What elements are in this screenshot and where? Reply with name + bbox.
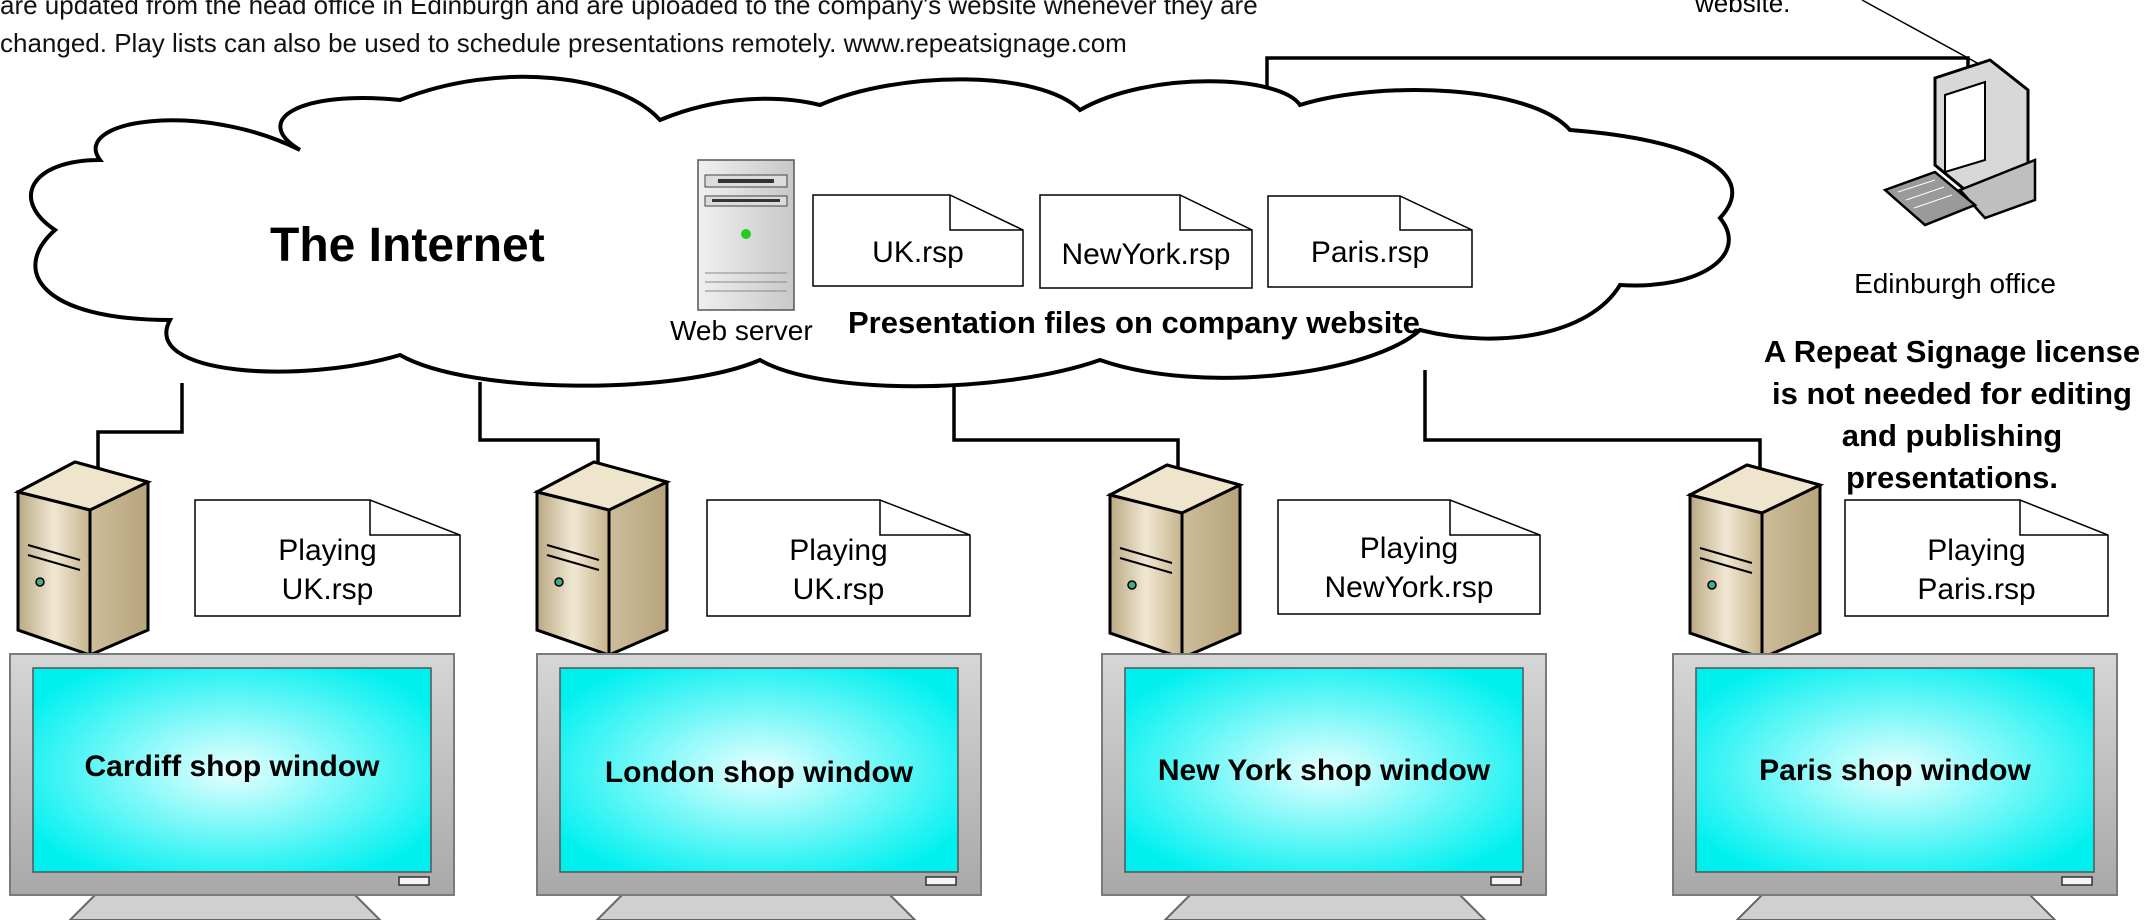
license-note: A Repeat Signage license is not needed f… <box>1763 334 2141 495</box>
connection-lines <box>96 0 1991 470</box>
document-icon <box>194 499 461 617</box>
file-paris-label: Paris.rsp <box>1310 236 1430 269</box>
document-icon <box>1267 195 1473 288</box>
monitor-icon <box>1101 653 1547 920</box>
tower-computer-icon <box>13 460 153 658</box>
tower-computer-icon <box>1105 463 1245 661</box>
monitor-icon <box>1672 653 2118 920</box>
document-icon <box>1844 499 2109 617</box>
file-uk-label: UK.rsp <box>872 236 964 269</box>
tower-computer-icon <box>532 460 672 658</box>
internet-label: The Internet <box>270 219 545 272</box>
presentation-files-caption: Presentation files on company website <box>848 305 1420 340</box>
document-icon <box>1277 499 1541 615</box>
presentation-file-docs <box>812 194 1473 289</box>
document-icon <box>812 194 1024 287</box>
tower-computer-icon <box>1685 463 1825 661</box>
server-tower-icon <box>697 159 795 311</box>
document-icon <box>1039 194 1253 289</box>
playing-label-line2: NewYork.rsp <box>1324 571 1494 604</box>
playing-label-line1: Playing <box>1359 532 1459 565</box>
intro-text-line1: are updated from the head office in Edin… <box>0 0 1258 20</box>
screen-label-paris: Paris shop window <box>1759 754 2031 787</box>
monitor-icon <box>9 653 455 920</box>
monitor-icon <box>536 653 982 920</box>
playing-file-docs <box>194 499 2109 617</box>
web-server-label: Web server <box>670 315 813 346</box>
intro-text-line2: changed. Play lists can also be used to … <box>0 28 1127 58</box>
desktop-computer-icon <box>1882 58 2037 227</box>
screen-label-cardiff: Cardiff shop window <box>84 750 380 783</box>
edinburgh-top-text: website. <box>1695 0 1791 18</box>
playing-label-line1: Playing <box>278 534 377 567</box>
playing-label-line1: Playing <box>1927 534 2026 567</box>
playing-label-line2: UK.rsp <box>281 573 374 606</box>
screen-label-newyork: New York shop window <box>1157 754 1491 787</box>
playing-label-line2: Paris.rsp <box>1917 573 2036 606</box>
document-icon <box>706 499 971 617</box>
screen-label-london: London shop window <box>604 756 914 789</box>
file-newyork-label: NewYork.rsp <box>1061 238 1231 271</box>
playing-label-line2: UK.rsp <box>792 573 885 606</box>
edinburgh-office-label: Edinburgh office <box>1854 268 2056 299</box>
playing-label-line1: Playing <box>789 534 888 567</box>
